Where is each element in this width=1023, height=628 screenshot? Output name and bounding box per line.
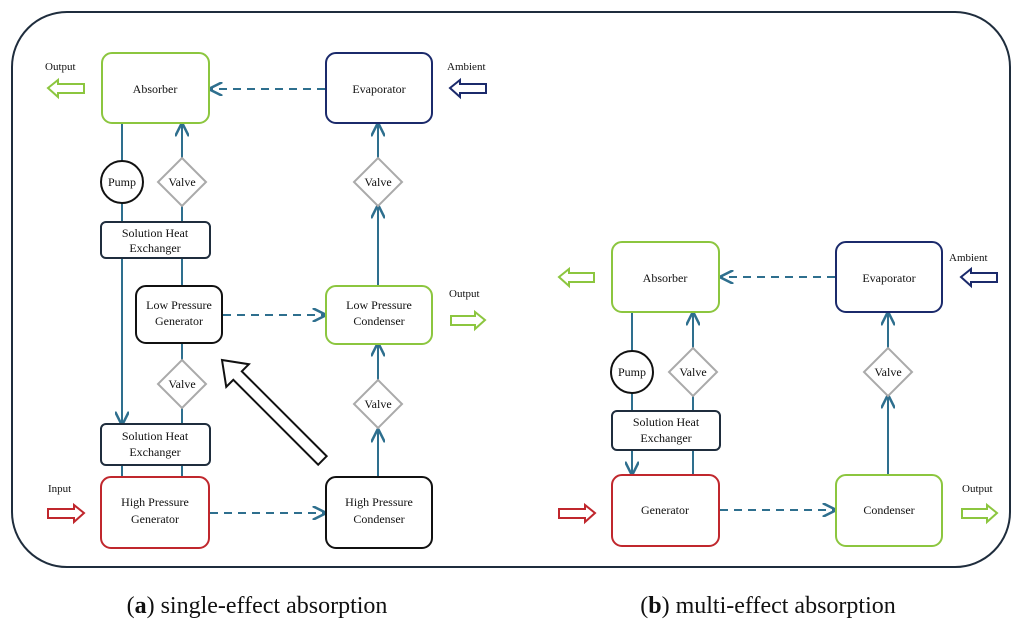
- lpc-label-2: Condenser: [353, 314, 404, 328]
- b-output-arrow-icon: [961, 502, 999, 525]
- pump-label: Pump: [108, 175, 136, 189]
- b-evaporator-label: Evaporator: [862, 271, 915, 285]
- b-shx-label-1: Solution Heat: [633, 415, 700, 429]
- panel-b: Absorber Evaporator Pump Valve Valve Sol…: [557, 241, 999, 547]
- b-valve-evap-label: Valve: [874, 365, 901, 379]
- lpg-label-1: Low Pressure: [146, 298, 212, 312]
- shx-bot-label-2: Exchanger: [129, 445, 180, 459]
- evaporator-label: Evaporator: [352, 82, 405, 96]
- output-mid-label: Output: [449, 288, 480, 300]
- valve-diamond-mid: [156, 358, 208, 410]
- caption-a-letter: a: [135, 593, 147, 619]
- shx-top-box: [100, 221, 211, 259]
- caption-a: (a) single-effect absorption: [127, 593, 388, 619]
- caption-b-text: ) multi-effect absorption: [662, 593, 896, 619]
- b-ambient-arrow-icon: [959, 266, 998, 289]
- evaporator-box: [325, 52, 433, 124]
- b-ambient-label: Ambient: [949, 252, 988, 264]
- shx-top-label-1: Solution Heat: [122, 226, 189, 240]
- input-label: Input: [48, 483, 71, 495]
- input-arrow-icon: [47, 502, 86, 525]
- lpc-label-1: Low Pressure: [346, 298, 412, 312]
- b-condenser-label: Condenser: [863, 503, 914, 517]
- caption-a-text: ) single-effect absorption: [147, 593, 388, 619]
- hpg-label-1: High Pressure: [121, 495, 189, 509]
- absorber-box: [101, 52, 210, 124]
- b-shx-box: [611, 410, 721, 451]
- ambient-label: Ambient: [447, 61, 486, 73]
- pump-circle: [100, 160, 144, 204]
- hpc-label-2: Condenser: [353, 512, 404, 526]
- b-pump-label: Pump: [618, 365, 646, 379]
- lpc-box: [325, 285, 433, 345]
- b-pump-circle: [610, 350, 654, 394]
- caption-b-letter: b: [648, 593, 661, 619]
- absorber-label: Absorber: [133, 82, 178, 96]
- b-generator-label: Generator: [641, 503, 689, 517]
- b-shx-label-2: Exchanger: [640, 431, 691, 445]
- heat-transfer-arrow-icon: [220, 358, 329, 467]
- valve-abs-label: Valve: [168, 175, 195, 189]
- outer-frame: [11, 11, 1011, 568]
- hpg-box: [100, 476, 210, 549]
- b-output-label: Output: [962, 483, 993, 495]
- b-condenser-box: [835, 474, 943, 547]
- output-mid-arrow-icon: [450, 309, 487, 332]
- b-generator-box: [611, 474, 720, 547]
- valve-diamond-evap: [352, 156, 404, 208]
- b-valve-diamond-evap: [862, 346, 914, 398]
- shx-top-label-2: Exchanger: [129, 241, 180, 255]
- b-evaporator-box: [835, 241, 943, 313]
- panel-a: Absorber Evaporator Pump Valve Valve Sol…: [45, 52, 487, 549]
- b-absorber-box: [611, 241, 720, 313]
- shx-bot-box: [100, 423, 211, 466]
- output-top-label: Output: [45, 61, 76, 73]
- b-absorber-label: Absorber: [643, 271, 688, 285]
- valve-cond-label: Valve: [364, 397, 391, 411]
- valve-diamond-abs: [156, 156, 208, 208]
- caption-b: (b) multi-effect absorption: [640, 593, 896, 619]
- ambient-arrow-icon: [448, 77, 487, 100]
- lpg-box: [135, 285, 223, 344]
- b-input-arrow-icon: [558, 502, 597, 525]
- valve-diamond-cond: [352, 378, 404, 430]
- b-valve-diamond-abs: [667, 346, 719, 398]
- b-output-top-arrow-icon: [557, 266, 595, 289]
- shx-bot-label-1: Solution Heat: [122, 429, 189, 443]
- lpg-label-2: Generator: [155, 314, 203, 328]
- b-valve-abs-label: Valve: [679, 365, 706, 379]
- hpg-label-2: Generator: [131, 512, 179, 526]
- output-top-arrow-icon: [46, 77, 85, 100]
- hpc-label-1: High Pressure: [345, 495, 413, 509]
- valve-evap-label: Valve: [364, 175, 391, 189]
- valve-mid-label: Valve: [168, 377, 195, 391]
- hpc-box: [325, 476, 433, 549]
